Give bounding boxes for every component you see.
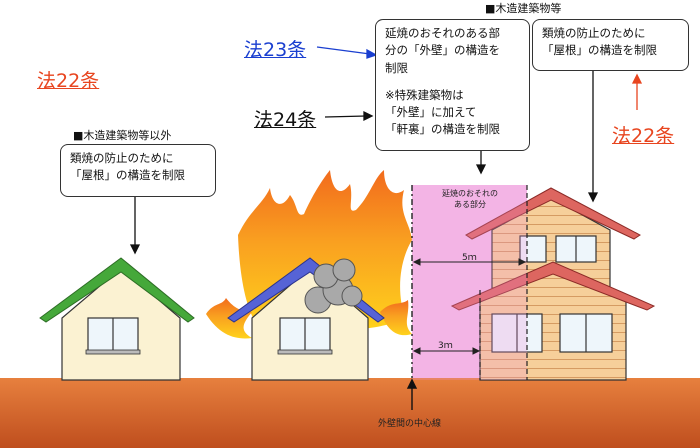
distance-3m-arrow [412, 347, 481, 355]
distance-5m-arrow [412, 258, 527, 266]
distance-3m-label: 3ｍ [438, 341, 453, 351]
centerline-label: 外壁間の中心線 [378, 419, 442, 429]
ground [0, 378, 700, 448]
law22-right-label: 法22条 [612, 125, 675, 147]
pointer-arrows [129, 46, 643, 255]
callout-special-building-text: ※特殊建築物は 「外壁」に加えて 「軒裏」の構造を制限 [385, 87, 500, 137]
non-wooden-caption: ■木造建築物等以外 [73, 129, 172, 142]
law23-label: 法23条 [244, 39, 307, 61]
callout-non-wooden-roof: 類焼の防止のために 「屋根」の構造を制限 [60, 144, 216, 197]
law24-label: 法24条 [254, 109, 317, 131]
fire-prone-zone-overlay [412, 185, 527, 380]
house-non-wooden [39, 257, 195, 381]
fire-zone-label: 延焼のおそれの ある部分 [442, 189, 498, 210]
wooden-caption: ■木造建築物等 [485, 2, 562, 15]
callout-wooden-roof: 類焼の防止のために 「屋根」の構造を制限 [532, 19, 689, 71]
law22-left-label: 法22条 [37, 70, 100, 92]
callout-exterior-wall-text: 延焼のおそれのある部 分の「外壁」の構造を 制限 [385, 26, 500, 75]
distance-5m-label: 5ｍ [462, 253, 477, 263]
smoke-cloud [304, 258, 363, 314]
house-wooden [450, 187, 656, 381]
centerline-arrow [406, 378, 418, 410]
callout-exterior-wall: 延焼のおそれのある部 分の「外壁」の構造を 制限 ※特殊建築物は 「外壁」に加え… [375, 19, 530, 151]
